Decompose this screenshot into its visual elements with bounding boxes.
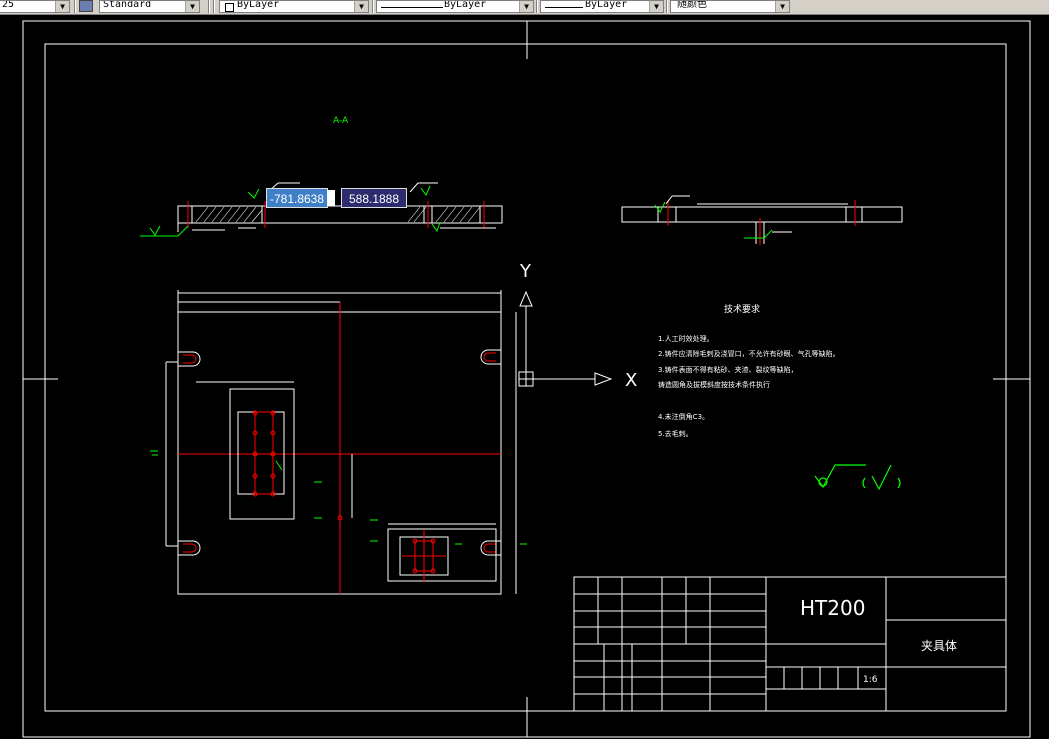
scale-label: 1:6 bbox=[863, 675, 878, 685]
requirements-title: 技术要求 bbox=[724, 303, 760, 315]
chevron-down-icon: ▼ bbox=[55, 1, 69, 12]
text-style-dropdown[interactable]: Standard ▼ bbox=[99, 0, 200, 13]
requirement-line: 5.去毛刺。 bbox=[658, 429, 693, 438]
requirement-line: 1.人工时效处理。 bbox=[658, 334, 714, 343]
toolbar-separator bbox=[213, 0, 215, 13]
lineweight-value: ByLayer bbox=[585, 0, 628, 10]
section-view bbox=[140, 182, 503, 237]
text-style-value: Standard bbox=[103, 0, 152, 10]
lineweight-dropdown[interactable]: ByLayer ▼ bbox=[540, 0, 664, 13]
lineweight-preview-icon bbox=[545, 7, 583, 8]
color-dropdown[interactable]: 随颜色 ▼ bbox=[670, 0, 790, 13]
centering-marks bbox=[23, 21, 1030, 737]
color-value: 随颜色 bbox=[677, 0, 707, 10]
coordinate-x-input[interactable]: -781.8638 bbox=[266, 188, 328, 208]
layer-value: ByLayer bbox=[237, 0, 280, 10]
drawing-canvas[interactable]: A-A bbox=[0, 14, 1049, 739]
section-label: A-A bbox=[333, 116, 349, 126]
ucs-icon bbox=[518, 290, 613, 387]
text-cursor bbox=[327, 190, 335, 206]
properties-toolbar: 25 ▼ Standard ▼ ByLayer ▼ ByLayer ▼ ByLa… bbox=[0, 0, 1049, 15]
scale-value: 25 bbox=[2, 0, 15, 10]
layer-dropdown[interactable]: ByLayer ▼ bbox=[219, 0, 369, 13]
chevron-down-icon: ▼ bbox=[185, 1, 199, 12]
plan-view bbox=[150, 290, 527, 595]
layer-color-swatch-icon bbox=[225, 3, 234, 12]
side-view bbox=[621, 195, 903, 245]
requirement-line: 4.未注倒角C3。 bbox=[658, 412, 709, 421]
ucs-y-label: Y bbox=[519, 261, 532, 282]
ucs-x-label: X bbox=[625, 370, 637, 391]
linetype-value: ByLayer bbox=[444, 0, 487, 10]
scale-dropdown[interactable]: 25 ▼ bbox=[0, 0, 70, 13]
chevron-down-icon: ▼ bbox=[519, 1, 533, 12]
chevron-down-icon: ▼ bbox=[354, 1, 368, 12]
toolbar-separator bbox=[372, 0, 374, 13]
chevron-down-icon: ▼ bbox=[649, 1, 663, 12]
title-block bbox=[573, 576, 1007, 712]
text-style-icon[interactable] bbox=[79, 0, 93, 12]
material-label: HT200 bbox=[800, 596, 865, 620]
toolbar-separator bbox=[74, 0, 76, 13]
toolbar-separator bbox=[666, 0, 668, 13]
toolbar-separator bbox=[208, 0, 210, 13]
coordinate-y-input[interactable]: 588.1888 bbox=[341, 188, 407, 208]
surface-roughness-symbol bbox=[814, 464, 901, 491]
requirement-line: 3.铸件表面不得有粘砂、夹渣、裂纹等缺陷， bbox=[658, 365, 798, 374]
linetype-dropdown[interactable]: ByLayer ▼ bbox=[376, 0, 534, 13]
toolbar-separator bbox=[536, 0, 538, 13]
chevron-down-icon: ▼ bbox=[775, 1, 789, 12]
linetype-preview-icon bbox=[381, 7, 443, 8]
requirement-line: 2.铸件应清除毛刺及浇冒口，不允许有砂眼、气孔等缺陷。 bbox=[658, 349, 840, 358]
part-name-label: 夹具体 bbox=[921, 639, 957, 653]
technical-requirements: 技术要求 1.人工时效处理。 2.铸件应清除毛刺及浇冒口，不允许有砂眼、气孔等缺… bbox=[658, 303, 840, 438]
requirement-line: 铸造圆角及拔模斜度按技术条件执行 bbox=[658, 380, 770, 389]
sheet-inner-frame bbox=[44, 43, 1007, 712]
